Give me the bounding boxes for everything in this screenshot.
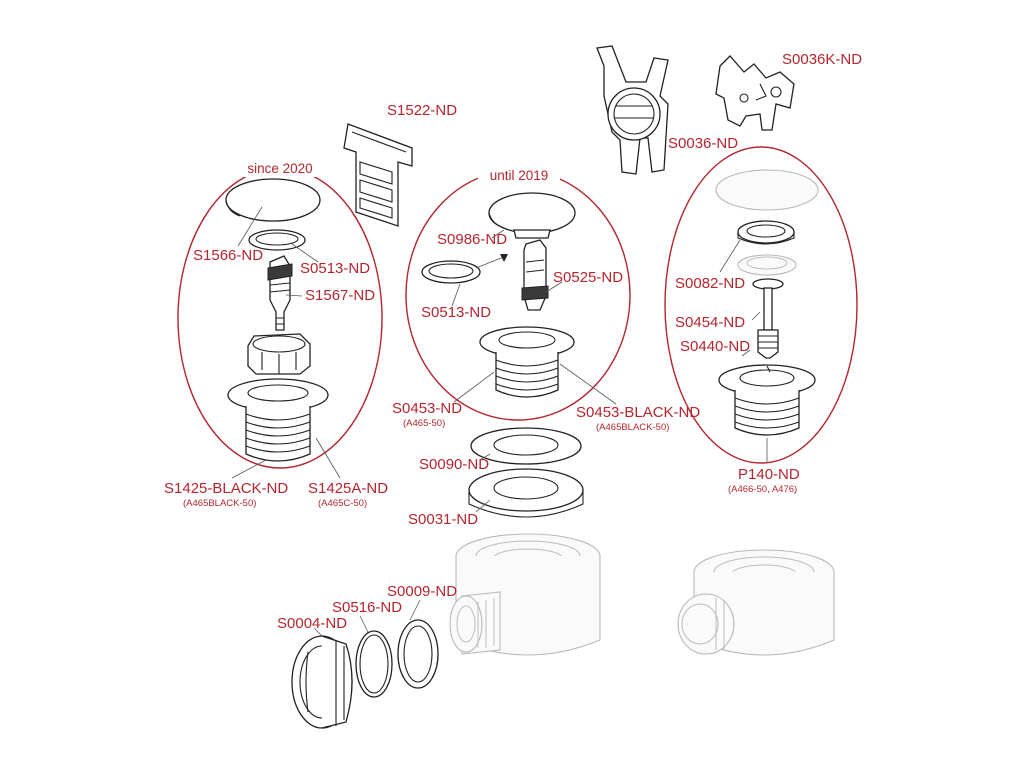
part-trap-secondary [677,549,835,656]
part-trap-main [449,533,601,656]
part-s0009-ring [397,619,439,689]
label-s0031: S0031-ND [408,511,478,528]
part-s0513-left-seal [248,229,306,251]
part-p140-body [718,364,816,436]
label-s0453: S0453-ND [392,400,462,417]
label-s0004: S0004-ND [277,615,347,632]
label-s0036k: S0036K-ND [782,51,862,68]
part-s0036-tool [596,45,669,175]
label-s0513-left: S0513-ND [300,260,370,277]
label-s0454: S0454-ND [675,314,745,331]
label-s0082: S0082-ND [675,275,745,292]
part-s1522-insert [343,123,413,227]
group-oval-p140 [664,146,858,464]
part-nut-left [247,333,311,375]
part-cover-grey [715,169,819,211]
group-label-until-2019: until 2019 [490,168,549,183]
part-s0004-nut [291,635,353,729]
label-p140-sub: (A466-50, A476) [728,484,797,495]
label-s0009: S0009-ND [387,583,457,600]
part-s0036k-key [715,55,795,131]
part-s1566-cap [225,178,321,222]
label-s1566: S1566-ND [193,247,263,264]
group-label-since-2020: since 2020 [247,161,312,176]
part-s0454-plunger [752,278,784,359]
label-s1567: S1567-ND [305,287,375,304]
part-s1425-body [227,378,329,462]
label-s0036: S0036-ND [668,135,738,152]
part-s0516-ring [355,630,393,698]
part-ring-grey [737,254,797,276]
label-s0986: S0986-ND [437,231,507,248]
label-s1425a-sub: (A465C-50) [318,498,367,509]
part-s0986-cap [488,192,576,239]
part-s0453-body [479,326,575,398]
label-s0453-sub: (A465-50) [403,418,445,429]
part-s0525-plunger [521,239,549,311]
label-s0453-black: S0453-BLACK-ND [576,404,700,421]
label-s0516: S0516-ND [332,599,402,616]
part-s0513-mid-seal [421,260,481,284]
label-s0453-black-sub: (A465BLACK-50) [596,422,669,433]
label-s0440: S0440-ND [680,338,750,355]
label-p140: P140-ND [738,466,800,483]
part-s0082-ring [737,220,795,245]
label-s0525: S0525-ND [553,269,623,286]
label-s1425a: S1425A-ND [308,480,388,497]
label-s1425-black-sub: (A465BLACK-50) [183,498,256,509]
label-s1522: S1522-ND [387,102,457,119]
label-s0513-mid: S0513-ND [421,304,491,321]
part-s1567-plunger [267,255,293,331]
label-s0090: S0090-ND [419,456,489,473]
part-s0090-ring [470,427,582,465]
label-s1425-black: S1425-BLACK-ND [164,480,288,497]
arrow-icon [475,254,508,269]
part-s0031-ring [468,468,584,518]
